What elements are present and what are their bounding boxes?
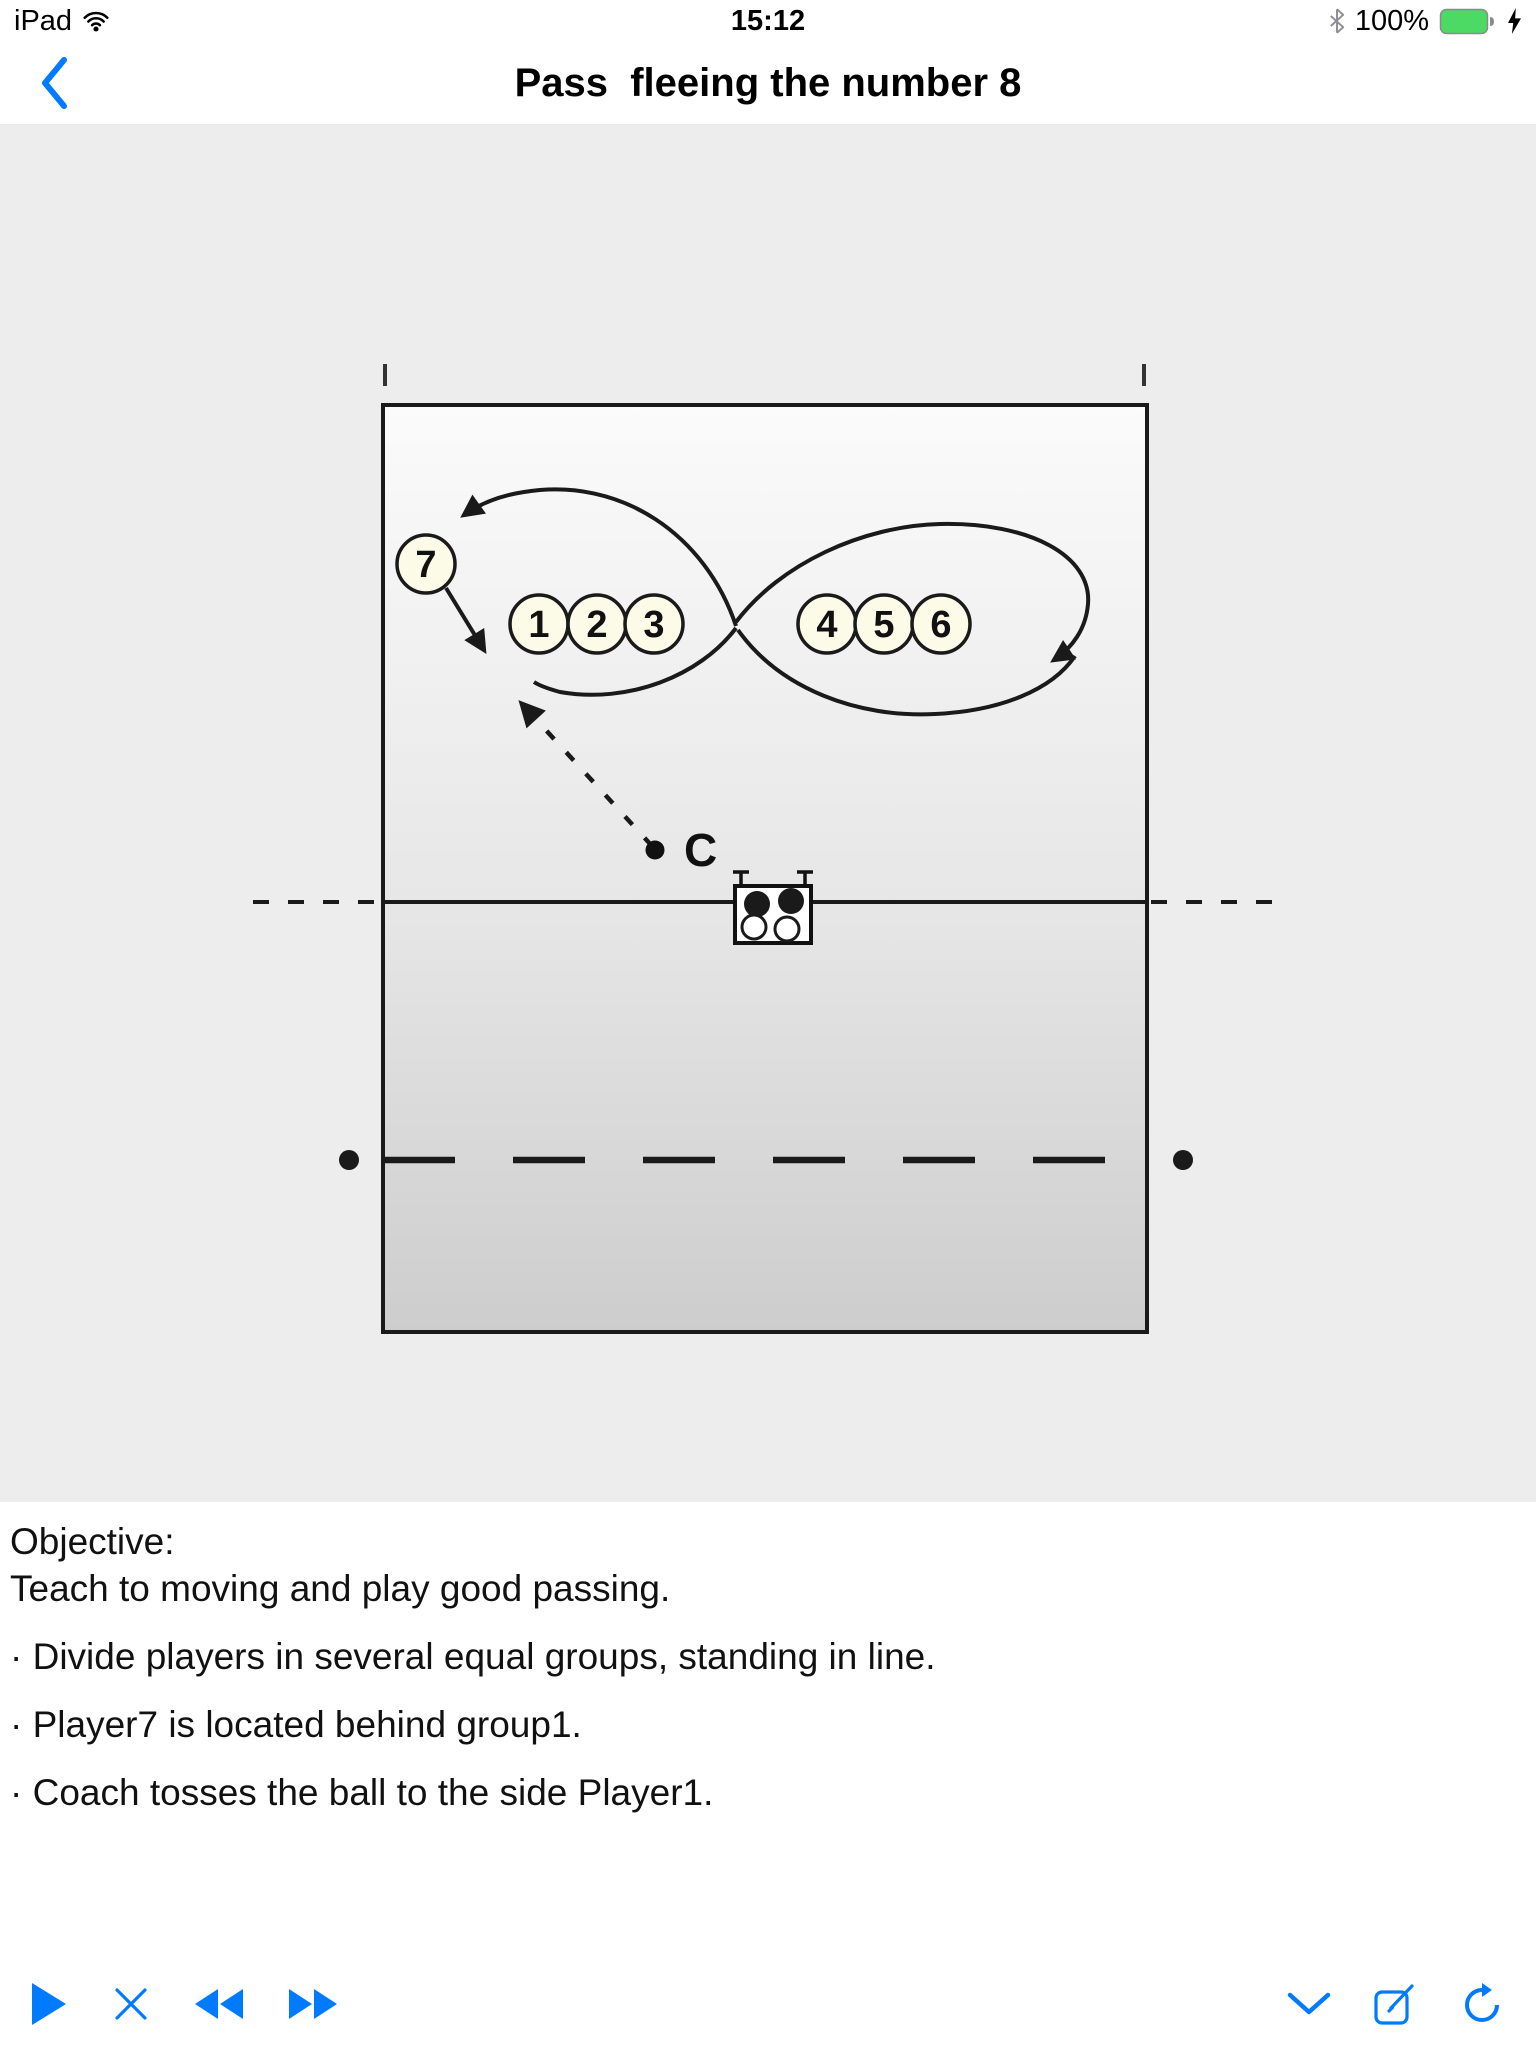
- collapse-button[interactable]: [1286, 1991, 1332, 2017]
- fast-forward-button[interactable]: [288, 1988, 338, 2020]
- objective-label: Objective:: [10, 1521, 175, 1562]
- drill-diagram: 7 1 2 3 4 5 6 C: [0, 124, 1536, 1502]
- close-icon: [115, 1988, 147, 2020]
- player-5: 5: [873, 604, 894, 646]
- player-3: 3: [643, 604, 664, 646]
- rewind-icon: [195, 1989, 243, 2019]
- status-left: iPad: [14, 5, 110, 38]
- player-1: 1: [528, 604, 549, 646]
- player-4: 4: [816, 604, 837, 646]
- court-outline: [381, 403, 1149, 1334]
- battery-percent: 100%: [1354, 4, 1429, 37]
- edit-button[interactable]: [1372, 1981, 1418, 2027]
- run-path-right-bottom: [736, 628, 1077, 717]
- rewind-button[interactable]: [194, 1988, 244, 2020]
- wifi-icon: [83, 11, 109, 32]
- player-markers: 7 1 2 3 4 5 6: [395, 533, 972, 655]
- coach-toss-arrow: [518, 700, 654, 848]
- play-icon: [32, 1983, 66, 2025]
- clock: 15:12: [730, 5, 806, 37]
- ball-cart: [733, 870, 813, 945]
- view-controls: [1286, 1980, 1506, 2028]
- run-path-top-left: [460, 487, 738, 627]
- bullet-item-1: · Divide players in several equal groups…: [10, 1636, 936, 1677]
- playback-controls: [30, 1981, 338, 2027]
- player7-arrow: [444, 586, 487, 654]
- bullet-item-3: · Coach tosses the ball to the side Play…: [10, 1772, 714, 1813]
- status-right: 100%: [1329, 5, 1522, 38]
- status-bar: iPad 15:12 100%: [0, 0, 1536, 42]
- bullet-item-2: · Player7 is located behind group1.: [10, 1704, 582, 1745]
- coach-label: C: [684, 824, 717, 876]
- description: Objective: Teach to moving and play good…: [0, 1502, 1536, 1960]
- attack-line-dot-left: [339, 1150, 359, 1170]
- player-2: 2: [586, 604, 607, 646]
- play-button[interactable]: [30, 1981, 68, 2027]
- back-button[interactable]: [34, 53, 74, 113]
- player-7: 7: [415, 544, 436, 586]
- device-label: iPad: [14, 4, 73, 37]
- close-button[interactable]: [112, 1985, 150, 2023]
- rotate-button[interactable]: [1458, 1980, 1506, 2028]
- chevron-left-icon: [42, 57, 67, 109]
- nav-bar: Pass fleeing the number 8: [0, 42, 1536, 124]
- run-path-bottom-left: [532, 626, 738, 697]
- coach-dot: [645, 840, 665, 860]
- bottom-toolbar: [0, 1960, 1536, 2048]
- battery-icon: [1439, 8, 1494, 34]
- charging-bolt-icon: [1508, 8, 1521, 34]
- court-drawing: 7 1 2 3 4 5 6 C: [253, 364, 1285, 1334]
- compose-icon: [1374, 1984, 1414, 2025]
- attack-line-dot-right: [1173, 1150, 1193, 1170]
- player-6: 6: [930, 604, 951, 646]
- run-path-right-top: [734, 521, 1091, 663]
- fast-forward-icon: [289, 1989, 337, 2019]
- bluetooth-icon: [1329, 8, 1345, 34]
- chevron-down-icon: [1287, 1992, 1331, 2015]
- rotate-icon: [1465, 1983, 1499, 2022]
- objective-text: Teach to moving and play good passing.: [10, 1568, 671, 1609]
- page-title: Pass fleeing the number 8: [514, 60, 1022, 105]
